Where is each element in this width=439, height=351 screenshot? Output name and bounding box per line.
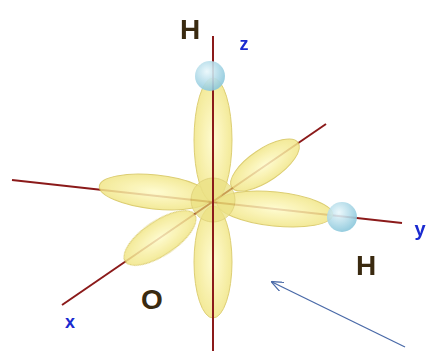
atom-label: O — [141, 286, 163, 314]
atom-label: H — [356, 252, 376, 280]
pointer-arrow — [272, 282, 405, 347]
orbital-lobes — [98, 78, 335, 318]
axis-label: y — [414, 219, 425, 239]
hydrogen-sphere — [195, 61, 225, 91]
atom-label: H — [180, 16, 200, 44]
axis-label: z — [240, 35, 249, 53]
hydrogen-sphere — [327, 202, 357, 232]
axis-label: x — [65, 313, 75, 331]
